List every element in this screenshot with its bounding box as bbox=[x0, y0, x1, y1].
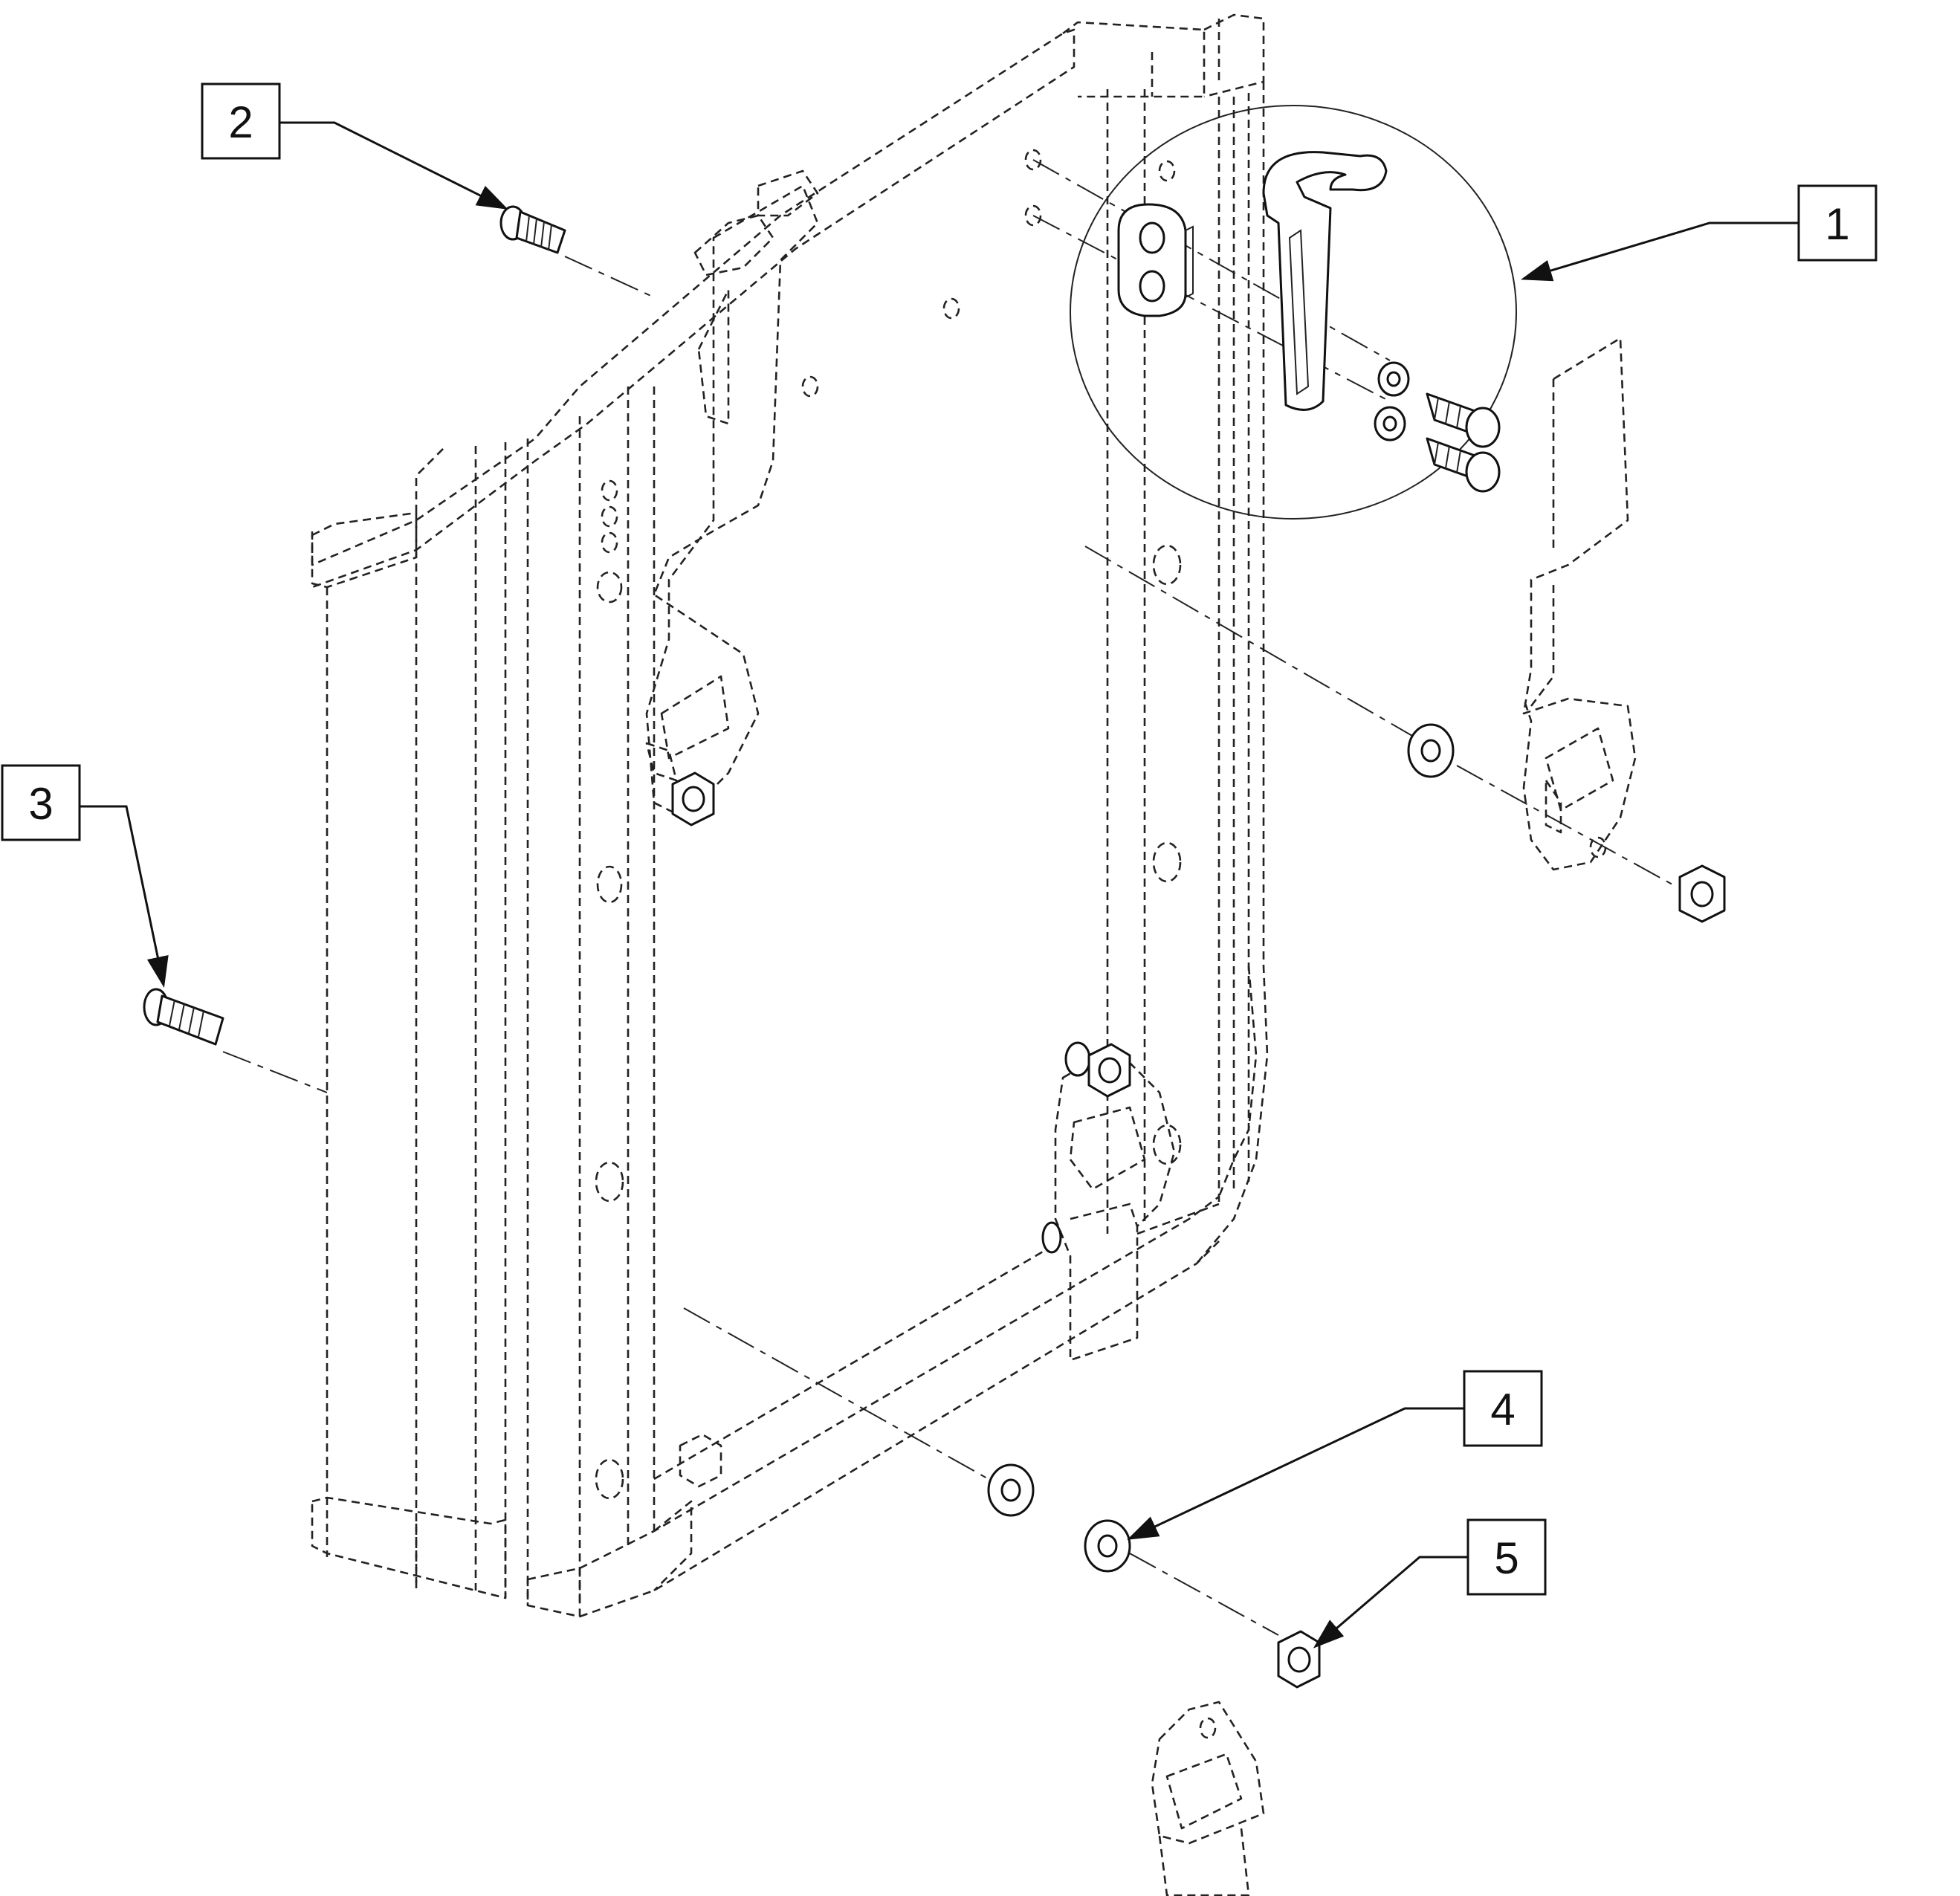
svg-text:5: 5 bbox=[1494, 1533, 1518, 1583]
callout-3: 3 bbox=[1, 764, 169, 989]
upper-left-hinge-bracket bbox=[645, 169, 819, 819]
hinge-nut-left bbox=[671, 771, 715, 826]
lower-right-hinge-bracket bbox=[1041, 1041, 1176, 1362]
nut-part-5 bbox=[1277, 1630, 1321, 1689]
assembly-center-lines bbox=[222, 159, 1673, 1636]
bottom-hinge-bracket bbox=[1151, 1701, 1265, 1896]
washer-part-4 bbox=[1084, 1519, 1131, 1573]
frame-bottom-bolt bbox=[679, 1433, 722, 1488]
callout-2: 2 bbox=[201, 82, 508, 210]
svg-text:4: 4 bbox=[1490, 1385, 1515, 1434]
right-hinge-bracket bbox=[1522, 337, 1637, 871]
washer-right bbox=[1407, 723, 1455, 778]
screw-part-2 bbox=[499, 205, 566, 254]
screw-part-3 bbox=[143, 988, 224, 1046]
svg-text:3: 3 bbox=[28, 779, 53, 829]
svg-text:1: 1 bbox=[1825, 199, 1849, 249]
callout-1: 1 bbox=[1520, 184, 1877, 282]
nut-right bbox=[1678, 864, 1726, 923]
svg-text:2: 2 bbox=[228, 97, 253, 147]
detail-circle-part-1 bbox=[1070, 105, 1517, 520]
callout-4: 4 bbox=[1127, 1370, 1543, 1540]
back-frame-phantom bbox=[311, 13, 1269, 1618]
callout-5: 5 bbox=[1313, 1518, 1547, 1649]
washer-bottom bbox=[987, 1463, 1035, 1517]
hinge-nut-right-post bbox=[1087, 1043, 1131, 1098]
